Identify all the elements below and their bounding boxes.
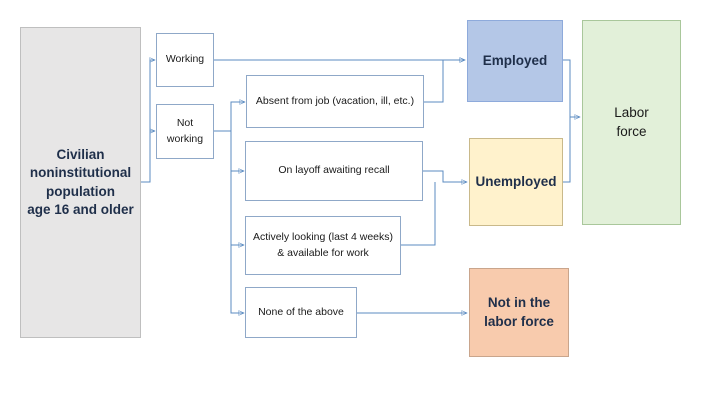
arrow-to-working <box>141 60 155 183</box>
arrow-looking-to-unemployed <box>401 182 436 246</box>
employed-label: Employed <box>482 52 548 68</box>
employed-box: Employed <box>467 20 563 102</box>
labor-force-label: Labor force <box>614 105 649 139</box>
arrow-to-layoff <box>230 131 244 171</box>
not-in-labor-force-label: Not in the labor force <box>484 295 554 329</box>
none-label: None of the above <box>258 305 344 318</box>
arrow-to-none <box>230 245 244 313</box>
layoff-box: On layoff awaiting recall <box>245 141 423 201</box>
arrow-employed-to-lf <box>563 59 571 183</box>
looking-label: Actively looking (last 4 weeks) & availa… <box>252 231 394 259</box>
working-label: Working <box>165 53 205 66</box>
layoff-label: On layoff awaiting recall <box>278 164 390 177</box>
population-box: Civilian noninstitutional population age… <box>20 27 141 338</box>
arrow-to-absent <box>214 102 245 132</box>
not-in-labor-force-box: Not in the labor force <box>469 268 569 357</box>
looking-box: Actively looking (last 4 weeks) & availa… <box>245 216 401 275</box>
unemployed-label: Unemployed <box>475 173 557 189</box>
labor-force-box: Labor force <box>582 20 681 225</box>
absent-label: Absent from job (vacation, ill, etc.) <box>255 94 415 107</box>
not-working-box: Not working <box>156 104 214 159</box>
arrow-absent-to-employed <box>424 60 465 103</box>
unemployed-box: Unemployed <box>469 138 563 226</box>
not-working-label: Not working <box>166 117 204 145</box>
population-label: Civilian noninstitutional population age… <box>27 147 134 217</box>
absent-box: Absent from job (vacation, ill, etc.) <box>246 75 424 128</box>
none-box: None of the above <box>245 287 357 338</box>
working-box: Working <box>156 33 214 87</box>
arrow-to-looking <box>230 171 244 245</box>
arrow-layoff-to-unemployed <box>423 170 467 182</box>
